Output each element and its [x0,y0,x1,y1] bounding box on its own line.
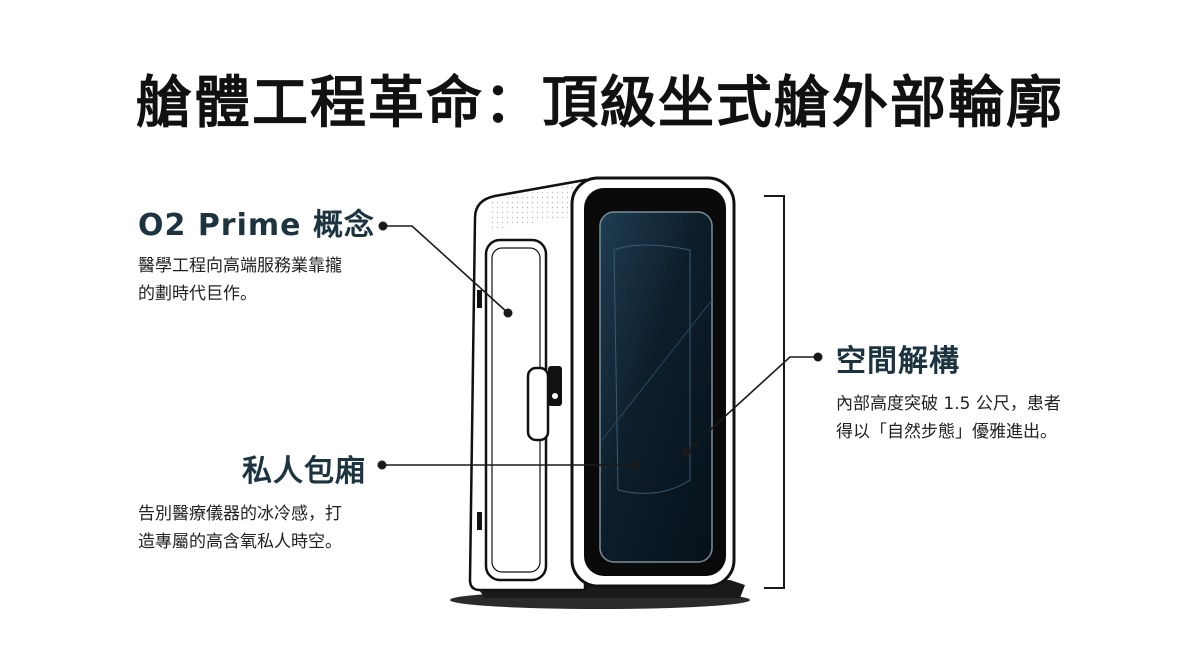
callout-space: 空間解構 內部高度突破 1.5 公尺，患者 得以「自然步態」優雅進出。 [836,336,1096,446]
callout-o2-prime-desc-1: 醫學工程向高端服務業靠攏 [138,256,342,276]
pod-top-vent [490,182,585,230]
callout-space-heading: 空間解構 [836,344,960,379]
callout-space-desc-1: 內部高度突破 1.5 公尺，患者 [836,394,1061,414]
callout-private-room-desc-1: 告別醫療儀器的冰冷感，打 [138,504,342,524]
callout-private-room-desc-2: 造專屬的高含氧私人時空。 [138,532,342,552]
callout-o2-prime: O2 Prime 概念 醫學工程向高端服務業靠攏 的劃時代巨作。 [138,200,388,308]
door-handle-icon [526,366,562,442]
callout-space-desc-2: 得以「自然步態」優雅進出。 [836,422,1057,442]
leader-space [681,352,823,457]
leader-o2-prime [378,221,513,318]
side-latch-bottom [477,512,482,530]
pod-illustration [450,176,750,609]
bracket-icon [764,195,785,589]
pod-front-glass [599,211,713,563]
side-latch-top [477,290,482,308]
page-title: 艙體工程革命：頂級坐式艙外部輪廓 [136,71,1064,136]
leader-private-room [377,460,641,470]
glass-reflection-diagonal [601,299,713,441]
callout-private-room: 私人包廂 告別醫療儀器的冰冷感，打 造專屬的高含氧私人時空。 [138,446,366,556]
callout-o2-prime-desc-2: 的劃時代巨作。 [138,284,257,304]
callout-o2-prime-heading: O2 Prime 概念 [138,208,375,243]
glass-reflection-seat [613,244,691,494]
callout-private-room-heading: 私人包廂 [242,454,366,489]
